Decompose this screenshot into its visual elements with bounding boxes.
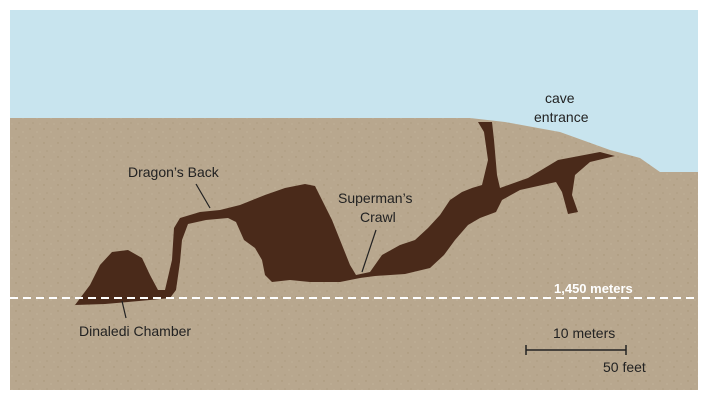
- dragons-back-label: Dragon’s Back: [128, 164, 220, 180]
- dragons-back-pointer: [195, 183, 211, 209]
- cave-system: [75, 122, 615, 305]
- scale-bar-metric-label: 10 meters: [553, 325, 615, 341]
- depth-label: 1,450 meters: [554, 281, 633, 296]
- supermans-crawl-label-line1: Superman’s: [338, 190, 412, 206]
- cave-entrance-label-line1: cave: [545, 90, 575, 106]
- cave-entrance-label-line2: entrance: [534, 109, 589, 125]
- supermans-crawl-label-line2: Crawl: [360, 209, 396, 225]
- dinaledi-chamber-label: Dinaledi Chamber: [79, 323, 191, 339]
- scale-bar-imperial-label: 50 feet: [603, 359, 646, 375]
- dinaledi-chamber-pointer: [121, 300, 127, 319]
- supermans-crawl-pointer: [361, 229, 377, 273]
